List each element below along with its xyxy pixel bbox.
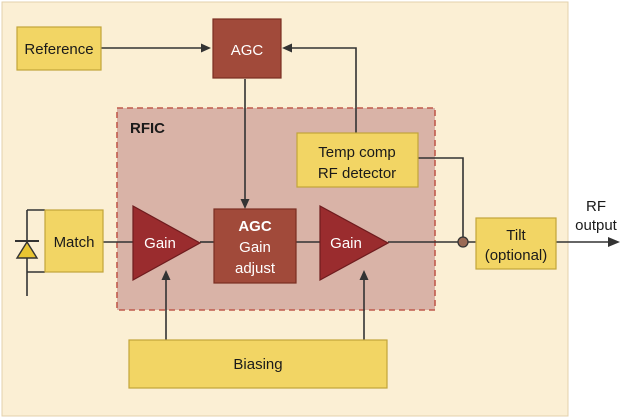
- biasing-block[interactable]: Biasing: [128, 339, 388, 389]
- agc-block[interactable]: AGC: [212, 18, 282, 79]
- tilt-label: Tilt: [506, 227, 526, 244]
- match-label: Match: [54, 234, 95, 251]
- agc-label: AGC: [231, 42, 264, 59]
- temp-comp-detector-block[interactable]: Temp comp RF detector: [296, 132, 419, 188]
- rf-output-label-2: output: [575, 217, 618, 234]
- tilt-block[interactable]: Tilt (optional): [475, 217, 557, 270]
- temp-comp-label: Temp comp: [318, 144, 396, 161]
- reference-label: Reference: [24, 41, 93, 58]
- rf-output-label-1: RF: [586, 198, 606, 215]
- gain-adjust-label-1: Gain: [239, 239, 271, 256]
- agc-gain-adjust-block[interactable]: AGC Gain adjust: [213, 208, 297, 284]
- biasing-label: Biasing: [233, 356, 282, 373]
- match-block[interactable]: Match: [44, 209, 104, 273]
- gain-2-label: Gain: [330, 235, 362, 252]
- gain-adjust-label-2: adjust: [235, 260, 276, 277]
- tilt-optional-label: (optional): [485, 247, 548, 264]
- junction-dot: [457, 236, 469, 248]
- gain-amplifier-2[interactable]: Gain: [319, 204, 390, 282]
- diode-icon: [15, 240, 39, 259]
- agc-inner-label: AGC: [238, 218, 272, 235]
- rfic-label: RFIC: [130, 120, 165, 137]
- reference-block[interactable]: Reference: [16, 26, 102, 71]
- rf-detector-label: RF detector: [318, 165, 396, 182]
- gain-1-label: Gain: [144, 235, 176, 252]
- gain-amplifier-1[interactable]: Gain: [132, 204, 202, 282]
